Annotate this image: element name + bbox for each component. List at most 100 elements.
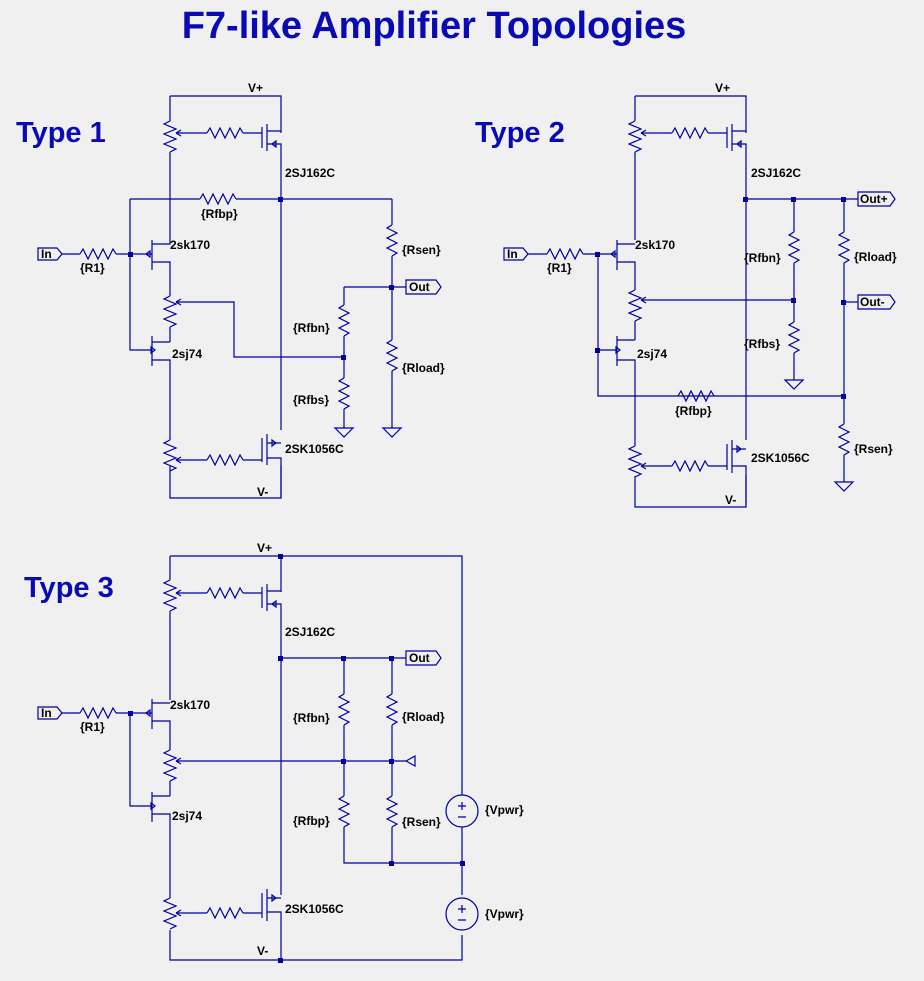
type1-pot-mid bbox=[162, 295, 178, 328]
type1-qtop-label: 2SJ162C bbox=[285, 166, 335, 180]
type3-vplus-label: V+ bbox=[257, 541, 272, 555]
type3-output-port: Out bbox=[405, 650, 442, 666]
type1-rload-resistor bbox=[385, 339, 399, 372]
type1-qbot-label: 2SK1056C bbox=[285, 442, 344, 456]
type1-rfbp-resistor bbox=[199, 192, 237, 206]
type3-pot-mid bbox=[162, 749, 178, 782]
type2-rfbs-label: {Rfbs} bbox=[744, 337, 780, 351]
type3-jfet-n bbox=[145, 699, 171, 750]
type1-jfet-p bbox=[150, 336, 171, 440]
type1-vplus-rail bbox=[170, 95, 282, 133]
type2-jp-label: 2sj74 bbox=[637, 347, 667, 361]
type3-vpwr1-label: {Vpwr} bbox=[485, 803, 524, 817]
type2-jfet-n bbox=[610, 240, 636, 290]
svg-text:Out: Out bbox=[409, 280, 430, 294]
type1-rfbp-label: {Rfbp} bbox=[201, 207, 238, 221]
type3-rfbn-resistor bbox=[337, 693, 351, 726]
type2-mosfet-top bbox=[726, 124, 747, 170]
type2-rsen-resistor bbox=[837, 423, 851, 456]
type1-vplus-label: V+ bbox=[248, 81, 263, 95]
type1-rfbn-label: {Rfbn} bbox=[293, 321, 330, 335]
type1-mosfet-top bbox=[261, 124, 282, 170]
type1-gate-res-bot bbox=[206, 453, 244, 467]
type3-rfbn-label: {Rfbn} bbox=[293, 711, 330, 725]
type2-jfet-p bbox=[615, 336, 636, 446]
type3-pot-bot bbox=[162, 897, 178, 930]
type1-rsen-resistor bbox=[385, 224, 399, 257]
type3-mosfet-bot bbox=[261, 889, 282, 925]
type3-rfbp-label: {Rfbp} bbox=[293, 814, 330, 828]
type3-vpwr-source-1 bbox=[445, 794, 479, 895]
type1-jfet-n bbox=[145, 199, 171, 296]
type3-r1-resistor bbox=[79, 706, 117, 720]
type1-rsen-label: {Rsen} bbox=[402, 243, 441, 257]
type1-rload-label: {Rload} bbox=[402, 361, 445, 375]
page-title: F7-like Amplifier Topologies bbox=[182, 5, 687, 47]
type2-output-plus-port: Out+ bbox=[857, 191, 896, 207]
type3-heading: Type 3 bbox=[24, 572, 114, 604]
type2-vplus-label: V+ bbox=[715, 81, 730, 95]
type3-rsen-label: {Rsen} bbox=[402, 815, 441, 829]
type3-rsen-resistor bbox=[385, 795, 399, 828]
type2-jn-label: 2sk170 bbox=[635, 238, 675, 252]
type1-r1-label: {R1} bbox=[80, 261, 105, 275]
type2-vminus-label: V- bbox=[725, 493, 736, 507]
type1-rfbs-resistor bbox=[337, 377, 351, 410]
type2-gate-res-top bbox=[671, 126, 709, 140]
type3-rload-resistor bbox=[385, 693, 399, 726]
type3-jp-label: 2sj74 bbox=[172, 809, 202, 823]
svg-text:In: In bbox=[41, 706, 52, 720]
type1-jp-label: 2sj74 bbox=[172, 347, 202, 361]
svg-text:Out: Out bbox=[409, 651, 430, 665]
type2-r1-resistor bbox=[546, 247, 584, 261]
svg-text:In: In bbox=[41, 247, 52, 261]
type3-rfbp-resistor bbox=[337, 795, 351, 828]
type1-gate-res-top bbox=[206, 126, 244, 140]
type3-input-port: In bbox=[37, 706, 63, 720]
type2-rsen-label: {Rsen} bbox=[854, 442, 893, 456]
type3-gate-res-top bbox=[206, 586, 244, 600]
svg-text:In: In bbox=[507, 247, 518, 261]
type1-rfbs-label: {Rfbs} bbox=[293, 393, 329, 407]
type3-qbot-label: 2SK1056C bbox=[285, 902, 344, 916]
type1-r1-resistor bbox=[79, 247, 117, 261]
type3-circuit: Type 3 V+ V- 2SJ162C Out In {R1} bbox=[24, 541, 524, 963]
type2-output-minus-port: Out- bbox=[857, 294, 896, 310]
type2-rload-resistor bbox=[837, 231, 851, 264]
type1-output-port: Out bbox=[405, 279, 442, 295]
type2-pot-top bbox=[627, 120, 643, 153]
type3-pot-top bbox=[162, 579, 178, 612]
type3-mosfet-top bbox=[261, 584, 282, 630]
type3-rload-label: {Rload} bbox=[402, 710, 445, 724]
type1-input-port: In bbox=[37, 247, 63, 261]
type2-input-port: In bbox=[503, 247, 529, 261]
type1-jn-label: 2sk170 bbox=[170, 238, 210, 252]
svg-text:Out-: Out- bbox=[860, 295, 885, 309]
type1-heading: Type 1 bbox=[16, 117, 106, 149]
type3-qtop-label: 2SJ162C bbox=[285, 625, 335, 639]
type2-pot-mid bbox=[627, 289, 643, 322]
type2-heading: Type 2 bbox=[475, 117, 565, 149]
type2-rfbn-label: {Rfbn} bbox=[744, 251, 781, 265]
svg-text:Out+: Out+ bbox=[860, 192, 888, 206]
type2-rfbp-resistor bbox=[677, 389, 715, 403]
type2-rfbp-label: {Rfbp} bbox=[675, 404, 712, 418]
type2-rfbn-resistor bbox=[787, 231, 801, 264]
type3-jn-label: 2sk170 bbox=[170, 698, 210, 712]
type3-jfet-p bbox=[150, 792, 171, 898]
type3-vminus-label: V- bbox=[257, 944, 268, 958]
type2-qbot-label: 2SK1056C bbox=[751, 451, 810, 465]
type2-rfbs-resistor bbox=[787, 321, 801, 354]
type2-rload-label: {Rload} bbox=[854, 250, 897, 264]
type2-qtop-label: 2SJ162C bbox=[751, 166, 801, 180]
type1-pot-bot bbox=[162, 439, 178, 472]
type1-circuit: Type 1 V+ V- 2SJ162C {Rfbp} In bbox=[16, 81, 445, 499]
type3-vpwr2-label: {Vpwr} bbox=[485, 907, 524, 921]
type3-vpwr-source-2 bbox=[445, 897, 479, 931]
type1-pot-top bbox=[162, 120, 178, 153]
type2-pot-bot bbox=[627, 445, 643, 478]
type2-gate-res-bot bbox=[671, 459, 709, 473]
type1-vminus-label: V- bbox=[257, 485, 268, 499]
type2-mosfet-bot bbox=[726, 440, 747, 507]
